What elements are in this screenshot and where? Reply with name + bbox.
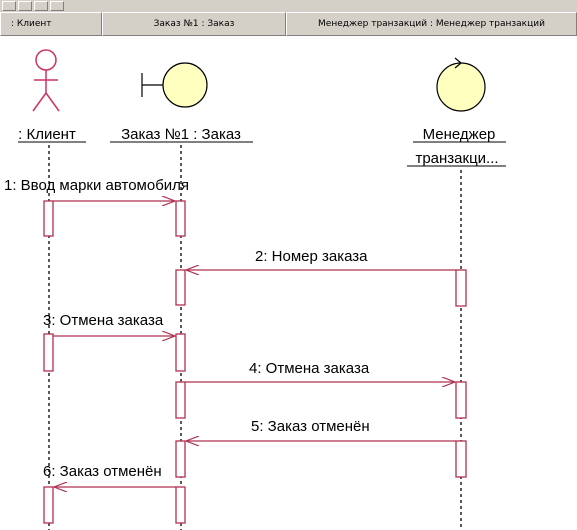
activation-bar[interactable]: [455, 381, 467, 419]
activation-bar[interactable]: [175, 269, 186, 306]
control-icon[interactable]: [436, 57, 486, 112]
activation-bar[interactable]: [175, 333, 186, 372]
activation-bar[interactable]: [43, 200, 54, 237]
activation-bar[interactable]: [175, 440, 186, 478]
object-label-manager-line1: Менеджер: [423, 126, 496, 143]
activation-bar[interactable]: [455, 440, 467, 478]
message-label-3[interactable]: 3: Отмена заказа: [43, 312, 164, 329]
header-cell-manager[interactable]: Менеджер транзакций : Менеджер транзакци…: [286, 12, 577, 36]
toolbar-button[interactable]: [34, 1, 48, 11]
message-label-1[interactable]: 1: Ввод марки автомобиля: [4, 177, 189, 194]
object-label-manager-line2: транзакци...: [415, 150, 498, 167]
boundary-icon[interactable]: [141, 62, 208, 108]
header-cell-order[interactable]: Заказ №1 : Заказ: [102, 12, 286, 36]
header-cell-client[interactable]: : Клиент: [0, 12, 102, 36]
activation-bar[interactable]: [175, 381, 186, 419]
toolbar-button[interactable]: [18, 1, 32, 11]
message-label-2[interactable]: 2: Номер заказа: [255, 248, 368, 265]
actor-icon[interactable]: [32, 49, 60, 112]
message-label-4[interactable]: 4: Отмена заказа: [249, 360, 370, 377]
object-label-client: : Клиент: [18, 126, 76, 143]
message-label-6[interactable]: 6: Заказ отменён: [43, 463, 162, 480]
activation-bar[interactable]: [175, 486, 186, 524]
object-label-order: Заказ №1 : Заказ: [121, 126, 241, 143]
message-label-5[interactable]: 5: Заказ отменён: [251, 418, 370, 435]
activation-bar[interactable]: [43, 486, 54, 524]
activation-bar[interactable]: [175, 200, 186, 237]
activation-bar[interactable]: [43, 333, 54, 372]
toolbar-button[interactable]: [2, 1, 16, 11]
activation-bar[interactable]: [455, 269, 467, 307]
lifeline-header-bar: : Клиент Заказ №1 : Заказ Менеджер транз…: [0, 12, 577, 36]
toolbar-button[interactable]: [50, 1, 64, 11]
